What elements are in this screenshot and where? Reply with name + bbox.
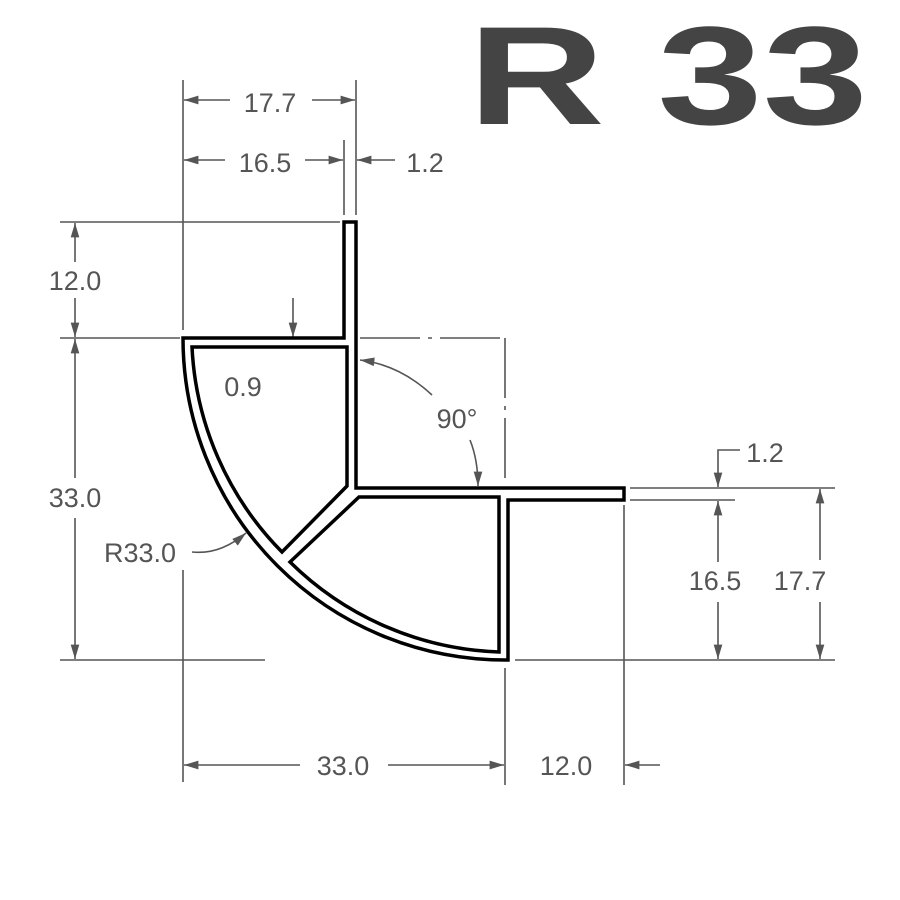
- dim-angle: 90°: [437, 404, 478, 434]
- extension-lines: [60, 80, 835, 785]
- dim-right-flange-thickness: 1.2: [746, 438, 784, 468]
- dim-radius: R33.0: [104, 538, 176, 568]
- dim-right-inner-height: 16.5: [689, 566, 742, 596]
- corner-profile: [181, 220, 626, 662]
- dim-bottom-flange-width: 12.0: [540, 751, 593, 781]
- dimension-lines: [70, 95, 825, 770]
- dim-wall-thickness: 0.9: [224, 372, 262, 402]
- dim-right-outer-height: 17.7: [774, 566, 827, 596]
- dim-left-height: 33.0: [49, 483, 102, 513]
- dim-top-width-inner: 16.5: [239, 148, 292, 178]
- dim-left-flange-height: 12.0: [49, 266, 102, 296]
- dim-bottom-width: 33.0: [317, 751, 370, 781]
- dim-top-width-outer: 17.7: [244, 88, 297, 118]
- dim-top-flange-thickness: 1.2: [406, 148, 444, 178]
- profile-title: R 33: [468, 0, 868, 154]
